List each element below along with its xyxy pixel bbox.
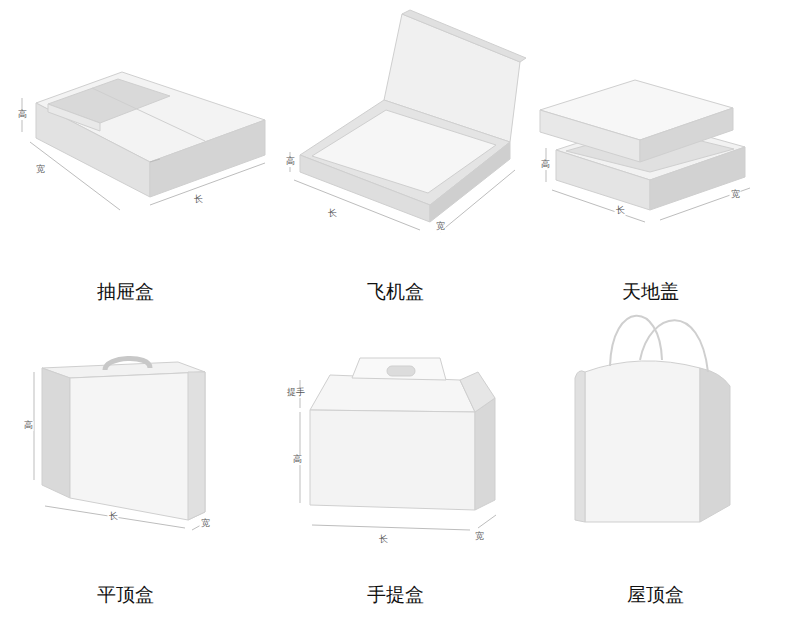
dimension-label: 高 [292,455,303,465]
dimension-label: 宽 [474,532,485,542]
box-caption: 抽屉盒 [97,281,154,302]
dimension-label: 高 [285,157,296,167]
lid-base-box [540,80,745,210]
dimension-label: 宽 [435,222,446,232]
dimension-label: 长 [193,195,204,205]
dimension-label: 长 [108,512,119,522]
flat-top-box [42,358,205,520]
handle-box [310,358,495,510]
dimension-label: 高 [23,421,34,431]
dimension-label: 长 [327,209,338,219]
dimension-label: 高 [17,110,28,120]
dimension-label: 高 [540,160,551,170]
drawer-box [36,72,265,197]
dimension-label: 长 [615,206,626,216]
dimension-label: 宽 [730,190,741,200]
box-caption: 屋顶盒 [627,584,684,605]
airplane-box [300,10,526,222]
box-caption: 手提盒 [367,584,424,605]
roof-box [575,316,730,522]
box-caption: 天地盖 [622,281,679,302]
dimension-label: 长 [378,535,389,545]
dimension-label: 宽 [35,165,46,175]
dimension-label: 宽 [200,519,211,529]
box-caption: 平顶盒 [97,584,154,605]
dimension-label: 提手 [286,388,306,398]
box-caption: 飞机盒 [367,281,424,302]
